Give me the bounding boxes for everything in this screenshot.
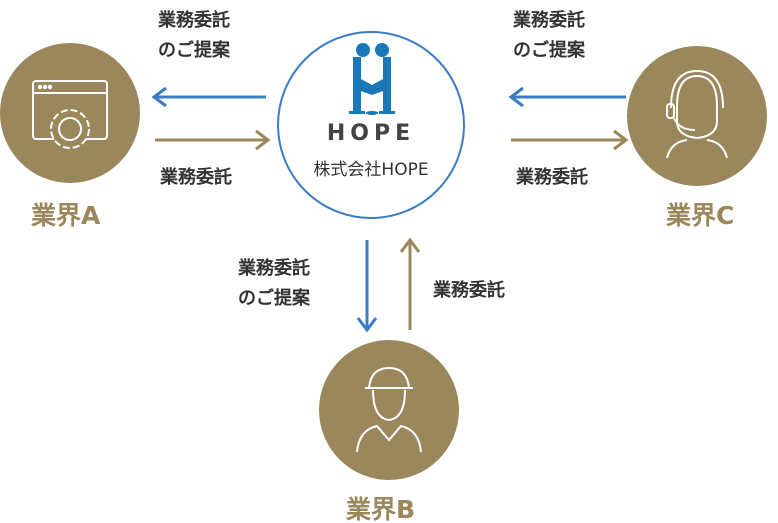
proposal-text-b: 業務委託のご提案 xyxy=(238,254,310,314)
proposal-line-1: 業務委託 xyxy=(238,258,310,279)
arrow-hope-to-c xyxy=(508,86,626,108)
arrow-b-to-hope xyxy=(399,237,421,330)
hope-circle: HOPE 株式会社HOPE xyxy=(277,31,465,219)
construction-worker-icon xyxy=(356,366,422,453)
company-name: 株式会社HOPE xyxy=(313,160,429,180)
hope-logo-text: HOPE xyxy=(326,121,416,146)
proposal-line-1: 業務委託 xyxy=(158,10,230,31)
outsource-text-b: 業務委託 xyxy=(433,280,505,301)
industry-b-circle xyxy=(319,340,459,480)
industry-c-label: 業界C xyxy=(666,201,735,230)
industry-c-circle xyxy=(627,46,767,186)
outsource-text-c: 業務委託 xyxy=(516,167,588,188)
proposal-text-a: 業務委託のご提案 xyxy=(158,6,230,66)
web-gear-icon xyxy=(32,80,108,149)
proposal-line-2: のご提案 xyxy=(158,40,230,61)
support-operator-icon xyxy=(666,69,728,159)
industry-a-label: 業界A xyxy=(31,201,101,230)
arrow-hope-to-b xyxy=(356,240,378,333)
proposal-line-1: 業務委託 xyxy=(513,10,585,31)
proposal-line-2: のご提案 xyxy=(238,288,310,309)
industry-a-circle xyxy=(0,43,140,183)
outsource-text-a: 業務委託 xyxy=(160,167,232,188)
proposal-text-c: 業務委託のご提案 xyxy=(513,6,585,66)
proposal-line-2: のご提案 xyxy=(513,40,585,61)
arrow-a-to-hope xyxy=(155,129,271,151)
arrow-c-to-hope xyxy=(511,129,629,151)
arrow-hope-to-a xyxy=(151,86,266,108)
hope-logo-icon xyxy=(349,43,395,115)
industry-b-label: 業界B xyxy=(346,495,416,523)
